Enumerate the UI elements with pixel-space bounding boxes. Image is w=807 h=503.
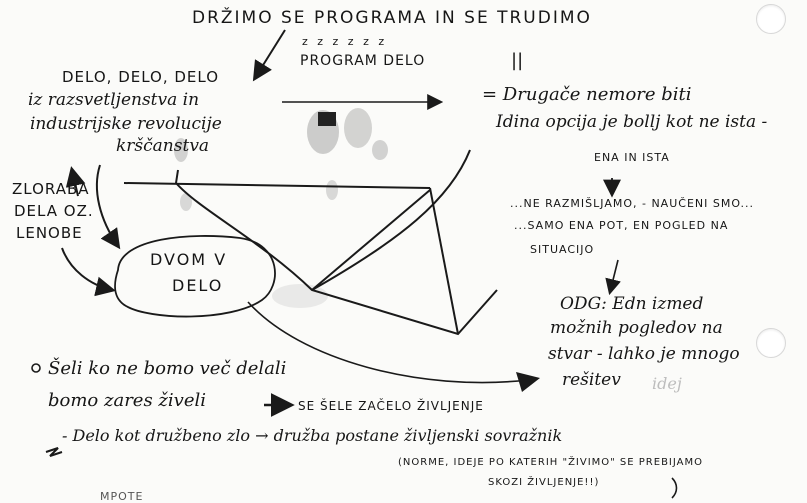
bullet1-line-1: Šeli ko ne bomo več delali [48, 358, 287, 379]
program-label: PROGRAM DELO [300, 53, 426, 69]
left-heading: DELO, DELO, DELO [62, 68, 220, 86]
binder-hole-top [756, 4, 786, 34]
ink-smudges [174, 108, 388, 308]
bullet2-note-line-2: SKOZI ŽIVLJENJE!!) [488, 477, 600, 488]
right-b-line-2: ...SAMO ENA POT, EN POGLED NA [514, 219, 729, 232]
odg-line-2: možnih pogledov na [550, 318, 723, 338]
ink-blot [318, 112, 336, 126]
bullet-dot [31, 363, 41, 373]
arrow-title-left [252, 29, 286, 82]
right-b-line-1: ...NE RAZMIŠLJAMO, - NAUČENI SMO... [510, 197, 755, 210]
bubble-line-2: DELO [172, 276, 224, 295]
bubble-line-1: DVOM V [150, 250, 228, 269]
arrow-zloraba-bubble [61, 247, 116, 297]
program-z-row: z z z z z z [302, 35, 388, 48]
curve-bubble-to-answer [247, 301, 529, 384]
bullet2-note-line-1: (NORME, IDEJE PO KATERIH "ŽIVIMO" SE PRE… [398, 457, 703, 468]
right-a-line-2: Idina opcija je bollj kot ne ista - [496, 112, 768, 132]
arrow-to-zloraba [65, 166, 86, 197]
odg-line-4: rešitev [562, 370, 621, 390]
binder-hole-middle [756, 328, 786, 358]
page-title: DRŽIMO SE PROGRAMA IN SE TRUDIMO [192, 8, 592, 28]
filled-arrowhead [516, 372, 540, 392]
left-sub-line-1: iz razsvetljenstva in [28, 90, 200, 110]
closing-paren [671, 477, 678, 499]
odg-line-3: stvar - lahko je mnogo [548, 344, 740, 364]
right-a-line-3: ENA IN ISTA [594, 151, 670, 164]
zloraba-line-3: LENOBE [16, 224, 83, 242]
left-sub-line-3: krščanstva [116, 136, 210, 156]
right-b-line-3: SITUACIJO [530, 243, 595, 256]
zloraba-line-1: ZLORABA [12, 180, 90, 198]
bottom-scrap: MPOTE [100, 490, 144, 503]
geometric-sketch [123, 149, 498, 336]
odg-line-1: ODG: Edn izmed [560, 294, 704, 314]
bullet2-line: - Delo kot družbeno zlo → družba postane… [62, 426, 563, 445]
equals-mark: || [511, 50, 524, 71]
right-a-line-1: = Drugače nemore biti [482, 84, 692, 105]
zloraba-line-2: DELA OZ. [14, 202, 94, 220]
left-sub-line-2: industrijske revolucije [30, 114, 222, 134]
dvom-bubble-outline [114, 235, 276, 318]
scribble-mark [45, 447, 63, 457]
odg-faint-word: idej [652, 374, 682, 393]
bullet1-line-2: bomo zares živeli [48, 390, 206, 411]
arrow-down-2 [605, 259, 621, 296]
arrow-to-bubble [95, 164, 121, 250]
bullet1-tail: SE ŠELE ZAČELO ŽIVLJENJE [298, 399, 484, 413]
